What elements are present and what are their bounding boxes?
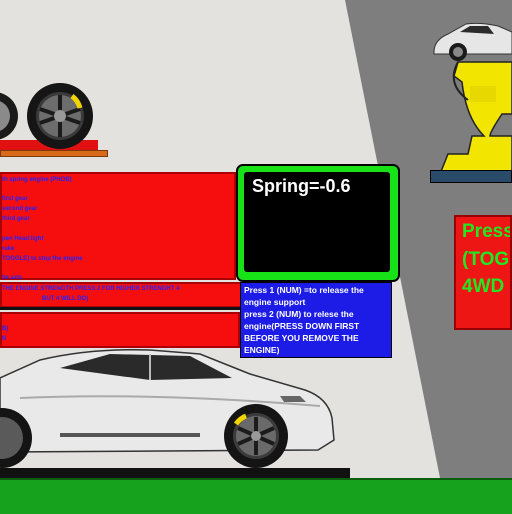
trophy-stand — [430, 170, 512, 183]
spare-wheels[interactable] — [0, 80, 110, 152]
instruction-line: ENGINE) — [244, 345, 280, 355]
car-window — [60, 354, 232, 380]
lower-info-panel: B) N — [0, 312, 240, 348]
panel-line: Press — [462, 221, 512, 242]
trophy-car — [433, 22, 512, 61]
spring-value: Spring=-0.6 — [252, 176, 351, 196]
ground — [0, 478, 512, 514]
divider — [0, 307, 244, 310]
engine-strength-panel: THE ENGINE STRENGTH PRESS 2 FOR HIGHER S… — [0, 282, 244, 308]
car-platform — [0, 468, 350, 478]
lower-line: N — [2, 336, 7, 342]
spare-wheel-left[interactable] — [0, 92, 18, 140]
info-line: rake — [2, 246, 15, 252]
instruction-line: engine(PRESS DOWN FIRST — [244, 321, 360, 331]
panel-line: 4WD — [462, 276, 505, 297]
player-car[interactable] — [0, 340, 340, 472]
instruction-line: Press 1 (NUM) =to release the — [244, 285, 364, 295]
spring-display-screen — [244, 172, 390, 272]
instruction-line: press 2 (NUM) to relese the — [244, 309, 354, 319]
toggle-4wd-panel: Press (TOG 4WD — [454, 215, 512, 330]
strength-line: BUT 4 WILL DO) — [42, 296, 89, 302]
strength-line: THE ENGINE STRENGTH PRESS 2 FOR HIGHER S… — [2, 286, 180, 292]
info-line: he axis — [2, 275, 23, 281]
wheel-shelf — [0, 150, 108, 157]
info-line: second gear — [2, 206, 38, 212]
engine-instructions-panel: Press 1 (NUM) =to release the engine sup… — [240, 282, 392, 358]
panel-line: (TOG — [462, 249, 510, 270]
instruction-line: engine support — [244, 297, 306, 307]
info-line: th spring engine (PHOB) — [2, 177, 72, 183]
rear-wheel — [0, 408, 32, 468]
lower-line: B) — [2, 326, 9, 332]
info-line: TOGGLE) to stop the engine — [2, 256, 83, 262]
spare-wheel-right[interactable] — [27, 83, 93, 149]
info-line: pen Head light — [2, 236, 44, 242]
instruction-line: BEFORE YOU REMOVE THE — [244, 333, 359, 343]
controls-info-panel: th spring engine (PHOB) first gear secon… — [0, 172, 236, 281]
trophy — [433, 22, 512, 174]
front-wheel — [224, 404, 288, 468]
info-line: first gear — [2, 196, 28, 202]
info-line: third gear — [2, 216, 30, 222]
